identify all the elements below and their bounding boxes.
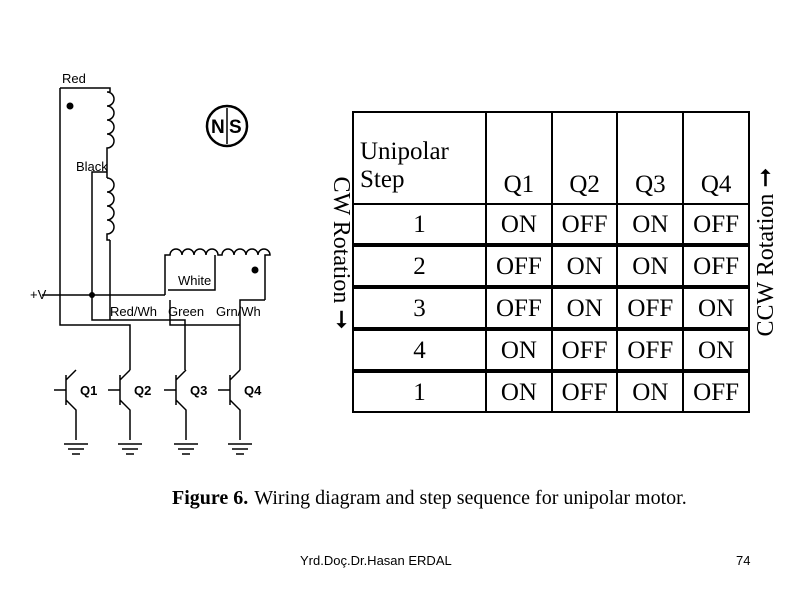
transistor-label: Q1 [80,383,97,398]
header-line-unipolar: Unipolar [360,137,449,165]
label-supply: +V [30,287,47,302]
state-cell: OFF [550,327,619,372]
transistor-q2: Q2 [108,369,151,455]
state-cell: ON [485,327,553,372]
table-row: 1 ON OFF ON OFF [351,203,750,246]
header-line-step: Step [360,166,405,194]
step-cell: 4 [351,327,488,372]
state-cell: ON [616,203,685,246]
caption-text: Wiring diagram and step sequence for uni… [254,487,687,509]
header-q3: Q3 [616,111,685,205]
coil-b [164,248,271,370]
state-cell: OFF [550,369,619,413]
state-cell: ON [682,327,750,372]
supply-rail [42,171,186,370]
state-cell: OFF [616,327,685,372]
state-cell: OFF [550,203,619,246]
label-black: Black [76,159,108,174]
table-row: 4 ON OFF OFF ON [351,327,750,372]
table-row: 2 OFF ON ON OFF [351,243,750,288]
label-red: Red [62,71,86,86]
ccw-rotation-label: CCW Rotation ➞ [753,167,779,337]
header-q2: Q2 [550,111,619,205]
transistor-q4: Q4 [218,369,262,455]
state-cell: OFF [485,285,553,330]
page-number: 74 [736,553,751,568]
header-q4: Q4 [682,111,750,205]
state-cell: OFF [485,243,553,288]
step-sequence-table: Unipolar Step Q1 Q2 Q3 Q4 1 ON OFF ON OF… [351,111,750,413]
transistor-label: Q2 [134,383,151,398]
label-grn-wh: Grn/Wh [216,304,261,319]
transistor-label: Q3 [190,383,207,398]
coil-a [59,87,131,370]
header-unipolar-step: Unipolar Step [351,111,488,205]
ccw-arrow-icon: ➞ [753,167,779,188]
magnet-south: S [229,117,242,138]
state-cell: OFF [682,203,750,246]
ccw-rotation-text: CCW Rotation [753,193,779,337]
step-cell: 1 [351,203,488,246]
footer-author: Yrd.Doç.Dr.Hasan ERDAL [300,553,452,568]
state-cell: ON [485,369,553,413]
rotor-magnet: N S [205,104,249,148]
state-cell: OFF [682,243,750,288]
cw-rotation-text: CW Rotation [328,176,354,304]
state-cell: OFF [682,369,750,413]
state-cell: ON [485,203,553,246]
label-green: Green [168,304,204,319]
step-cell: 1 [351,369,488,413]
step-cell: 3 [351,285,488,330]
cw-rotation-label: CW Rotation ➞ [328,176,354,330]
label-white: White [178,273,211,288]
figure-caption: Figure 6.Wiring diagram and step sequenc… [172,487,687,510]
table-row: 1 ON OFF ON OFF [351,369,750,413]
polarity-dot-a [66,102,74,110]
state-cell: ON [616,369,685,413]
state-cell: ON [550,243,619,288]
transistor-group: Q1 Q2 Q3 Q4 [54,369,262,455]
state-cell: OFF [616,285,685,330]
table-header-row: Unipolar Step Q1 Q2 Q3 Q4 [351,111,750,205]
transistor-q3: Q3 [164,369,207,455]
cw-arrow-icon: ➞ [328,309,354,330]
transistor-q1: Q1 [54,369,97,455]
transistor-label: Q4 [244,383,262,398]
polarity-dot-b [251,266,259,274]
magnet-north: N [211,117,225,138]
header-q1: Q1 [485,111,553,205]
supply-junction [89,292,95,298]
step-cell: 2 [351,243,488,288]
label-red-wh: Red/Wh [110,304,157,319]
table-row: 3 OFF ON OFF ON [351,285,750,330]
state-cell: ON [550,285,619,330]
state-cell: ON [616,243,685,288]
state-cell: ON [682,285,750,330]
figure-number: Figure 6. [172,487,249,509]
